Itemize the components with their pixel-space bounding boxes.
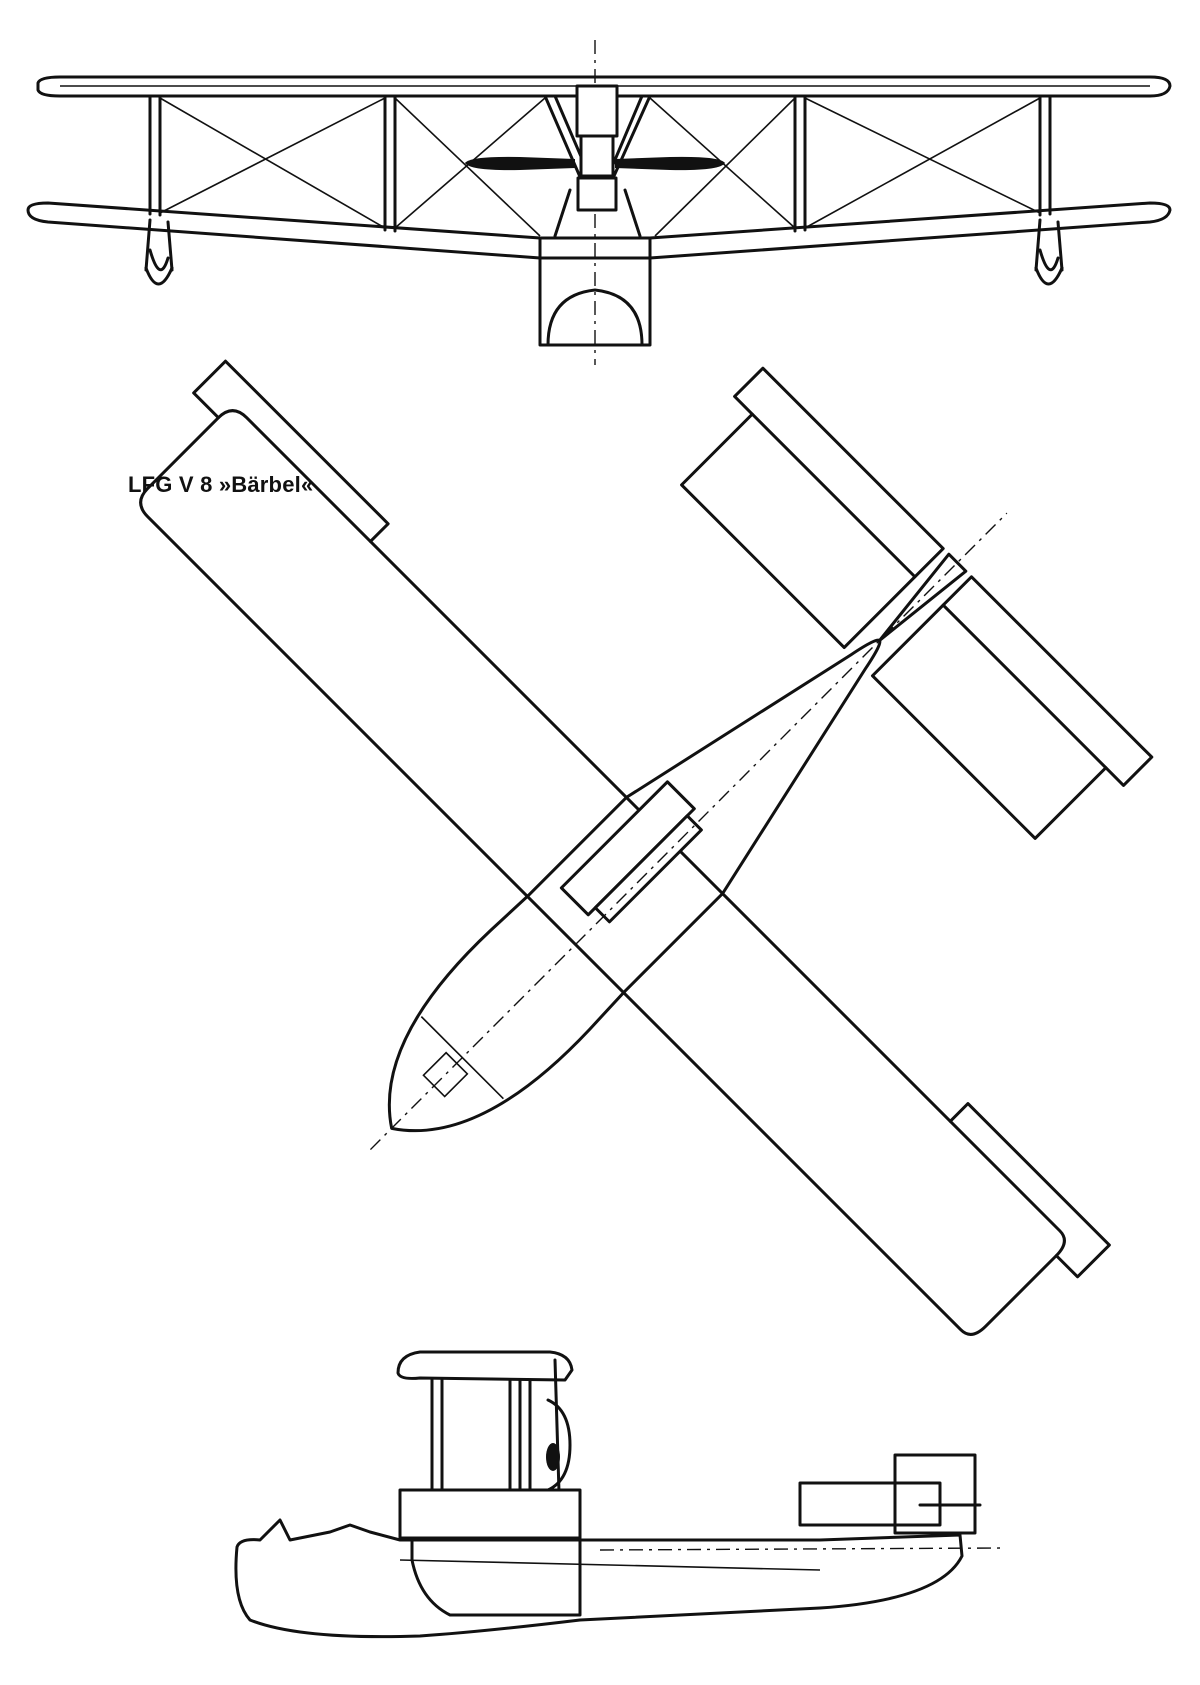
side-spinner — [546, 1443, 560, 1471]
top-rudder — [878, 552, 968, 642]
top-tailplane-upper — [680, 412, 917, 650]
top-aileron-upper — [192, 359, 390, 543]
top-main-wing — [139, 409, 1066, 1336]
front-bracing-wires — [159, 97, 1041, 237]
side-sponson — [410, 1536, 582, 1617]
top-aileron-lower — [948, 1102, 1111, 1279]
top-view-group — [139, 359, 1154, 1336]
top-elevator-lower — [941, 575, 1154, 787]
top-elevator-upper — [733, 366, 945, 579]
front-struts — [148, 94, 1052, 233]
side-lower-wing — [398, 1488, 582, 1540]
top-engine-mount — [593, 814, 703, 924]
front-hull-keel — [546, 288, 644, 347]
top-tailplane-lower — [870, 603, 1108, 840]
side-struts — [430, 1378, 532, 1492]
side-hull — [234, 1518, 964, 1639]
front-lower-wing — [26, 201, 1172, 260]
front-engine-lower — [579, 134, 615, 178]
front-hull — [538, 236, 652, 347]
front-engine-mount — [576, 176, 618, 212]
side-waterline — [599, 1547, 1001, 1551]
front-upper-wing — [36, 75, 1172, 98]
front-engine — [575, 84, 619, 138]
side-view-group — [234, 1350, 1001, 1639]
top-hull-station — [420, 1016, 504, 1100]
side-fin — [893, 1453, 977, 1535]
side-upper-wing — [396, 1350, 574, 1382]
side-chine — [399, 1559, 821, 1571]
top-centerline — [369, 512, 1008, 1151]
front-propeller-right — [615, 156, 725, 171]
front-propeller-left — [465, 156, 575, 171]
front-view-group — [26, 40, 1172, 365]
front-wing-floats — [144, 218, 1064, 286]
